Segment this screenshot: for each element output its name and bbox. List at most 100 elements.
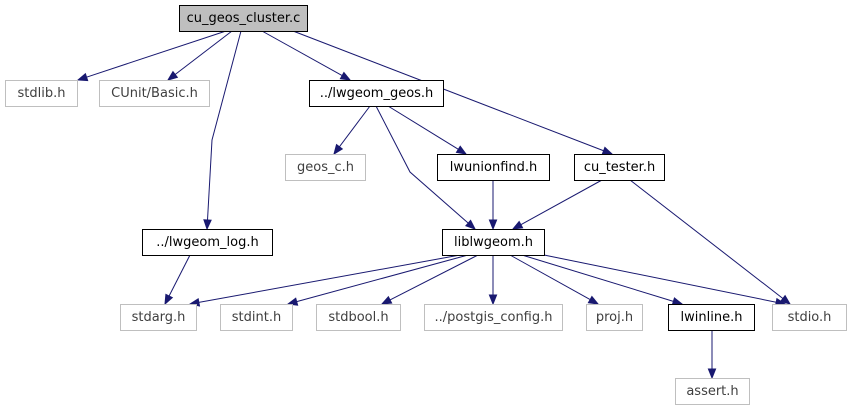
node-box bbox=[675, 378, 750, 405]
node-lwgeom-log[interactable]: ../lwgeom_log.h bbox=[142, 229, 273, 256]
arrowhead bbox=[707, 368, 717, 380]
edge-line bbox=[86, 30, 227, 78]
node-box bbox=[424, 304, 563, 331]
node-label: ../postgis_config.h bbox=[434, 310, 552, 325]
node-postgis-config: ../postgis_config.h bbox=[424, 304, 563, 331]
node-label: ../lwgeom_log.h bbox=[156, 235, 258, 250]
arrowhead bbox=[164, 293, 174, 306]
node-box bbox=[179, 5, 308, 32]
edge-line bbox=[261, 30, 343, 77]
arrowhead bbox=[464, 219, 477, 230]
node-box bbox=[285, 154, 366, 181]
node-proj: proj.h bbox=[586, 304, 643, 331]
node-label: stdlib.h bbox=[18, 86, 66, 101]
edge-liblwgeom-to-stdarg bbox=[188, 254, 461, 307]
edge-layer bbox=[76, 30, 792, 380]
node-label: stdarg.h bbox=[132, 310, 186, 325]
arrowhead bbox=[76, 72, 89, 82]
arrowhead bbox=[333, 143, 344, 156]
arrowhead bbox=[455, 145, 468, 155]
edge-line bbox=[543, 254, 777, 303]
node-label: proj.h bbox=[596, 310, 633, 325]
edge-line bbox=[296, 254, 469, 303]
edge-line bbox=[520, 179, 603, 226]
node-box bbox=[586, 304, 643, 331]
edge-line bbox=[168, 254, 191, 297]
edge-liblwgeom-to-postgis_config bbox=[488, 255, 498, 306]
arrowhead bbox=[488, 219, 498, 231]
node-lwunionfind[interactable]: lwunionfind.h bbox=[437, 154, 550, 181]
node-label: lwinline.h bbox=[681, 310, 743, 325]
arrowhead bbox=[779, 294, 792, 305]
node-liblwgeom[interactable]: liblwgeom.h bbox=[442, 229, 545, 256]
node-box bbox=[442, 229, 545, 256]
edge-line bbox=[207, 30, 242, 221]
edge-line bbox=[521, 254, 674, 302]
node-cu-tester[interactable]: cu_tester.h bbox=[574, 154, 665, 181]
edge-lwgeom_log-to-stdarg bbox=[164, 254, 191, 306]
node-box bbox=[574, 154, 665, 181]
node-stdlib: stdlib.h bbox=[5, 80, 78, 107]
edge-line bbox=[389, 254, 479, 301]
edge-lwunionfind-to-liblwgeom bbox=[488, 180, 498, 231]
node-assert: assert.h bbox=[675, 378, 750, 405]
edge-line bbox=[198, 254, 461, 303]
edge-cu_geos_cluster-to-cunit_basic bbox=[166, 30, 233, 81]
node-box bbox=[772, 304, 847, 331]
node-label: lwunionfind.h bbox=[450, 160, 538, 175]
node-stdbool: stdbool.h bbox=[316, 304, 401, 331]
edge-liblwgeom-to-stdint bbox=[286, 254, 469, 306]
edge-line bbox=[292, 30, 604, 152]
node-stdint: stdint.h bbox=[220, 304, 293, 331]
arrowhead bbox=[671, 297, 684, 306]
node-stdio: stdio.h bbox=[772, 304, 847, 331]
edge-line bbox=[338, 105, 371, 148]
node-cunit-basic: CUnit/Basic.h bbox=[99, 80, 210, 107]
edge-lwgeom_geos-to-lwunionfind bbox=[387, 105, 468, 155]
edge-line bbox=[509, 254, 591, 301]
edge-cu_tester-to-stdio bbox=[629, 179, 792, 305]
edge-lwinline-to-assert bbox=[707, 330, 717, 380]
edge-liblwgeom-to-lwinline bbox=[521, 254, 684, 306]
node-cu-geos-cluster[interactable]: cu_geos_cluster.c bbox=[179, 5, 308, 32]
arrowhead bbox=[587, 295, 600, 305]
edge-cu_geos_cluster-to-lwgeom_log bbox=[203, 30, 242, 231]
edge-lwgeom_geos-to-geos_c bbox=[333, 105, 371, 156]
arrowhead bbox=[601, 146, 614, 155]
node-label: geos_c.h bbox=[297, 160, 354, 175]
edge-liblwgeom-to-stdbool bbox=[380, 254, 479, 305]
node-label: cu_geos_cluster.c bbox=[187, 11, 301, 26]
arrowhead bbox=[203, 219, 212, 231]
arrowhead bbox=[511, 220, 524, 230]
arrowhead bbox=[166, 70, 179, 81]
node-box bbox=[437, 154, 550, 181]
edge-cu_geos_cluster-to-lwgeom_geos bbox=[261, 30, 352, 81]
edge-liblwgeom-to-proj bbox=[509, 254, 600, 305]
node-label: ../lwgeom_geos.h bbox=[320, 86, 434, 101]
edge-line bbox=[375, 105, 469, 224]
edge-line bbox=[387, 105, 459, 150]
edge-line bbox=[629, 179, 784, 299]
node-box bbox=[99, 80, 210, 107]
node-label: assert.h bbox=[686, 384, 738, 399]
node-label: cu_tester.h bbox=[584, 160, 655, 175]
edge-lwgeom_geos-to-liblwgeom bbox=[375, 105, 477, 230]
node-geos-c: geos_c.h bbox=[285, 154, 366, 181]
edge-line bbox=[174, 30, 233, 75]
node-label: stdbool.h bbox=[328, 310, 388, 325]
edge-liblwgeom-to-stdio bbox=[543, 254, 787, 307]
node-box bbox=[220, 304, 293, 331]
node-box bbox=[316, 304, 401, 331]
node-layer: cu_geos_cluster.c stdlib.h CUnit/Basic.h..… bbox=[5, 5, 847, 405]
node-label: liblwgeom.h bbox=[454, 235, 533, 250]
node-box bbox=[142, 229, 273, 256]
node-lwgeom-geos[interactable]: ../lwgeom_geos.h bbox=[309, 80, 444, 107]
node-label: CUnit/Basic.h bbox=[111, 86, 198, 101]
node-box bbox=[668, 304, 755, 331]
node-box bbox=[309, 80, 444, 107]
arrowhead bbox=[488, 294, 498, 306]
arrowhead bbox=[380, 295, 393, 305]
node-box bbox=[5, 80, 78, 107]
node-lwinline[interactable]: lwinline.h bbox=[668, 304, 755, 331]
